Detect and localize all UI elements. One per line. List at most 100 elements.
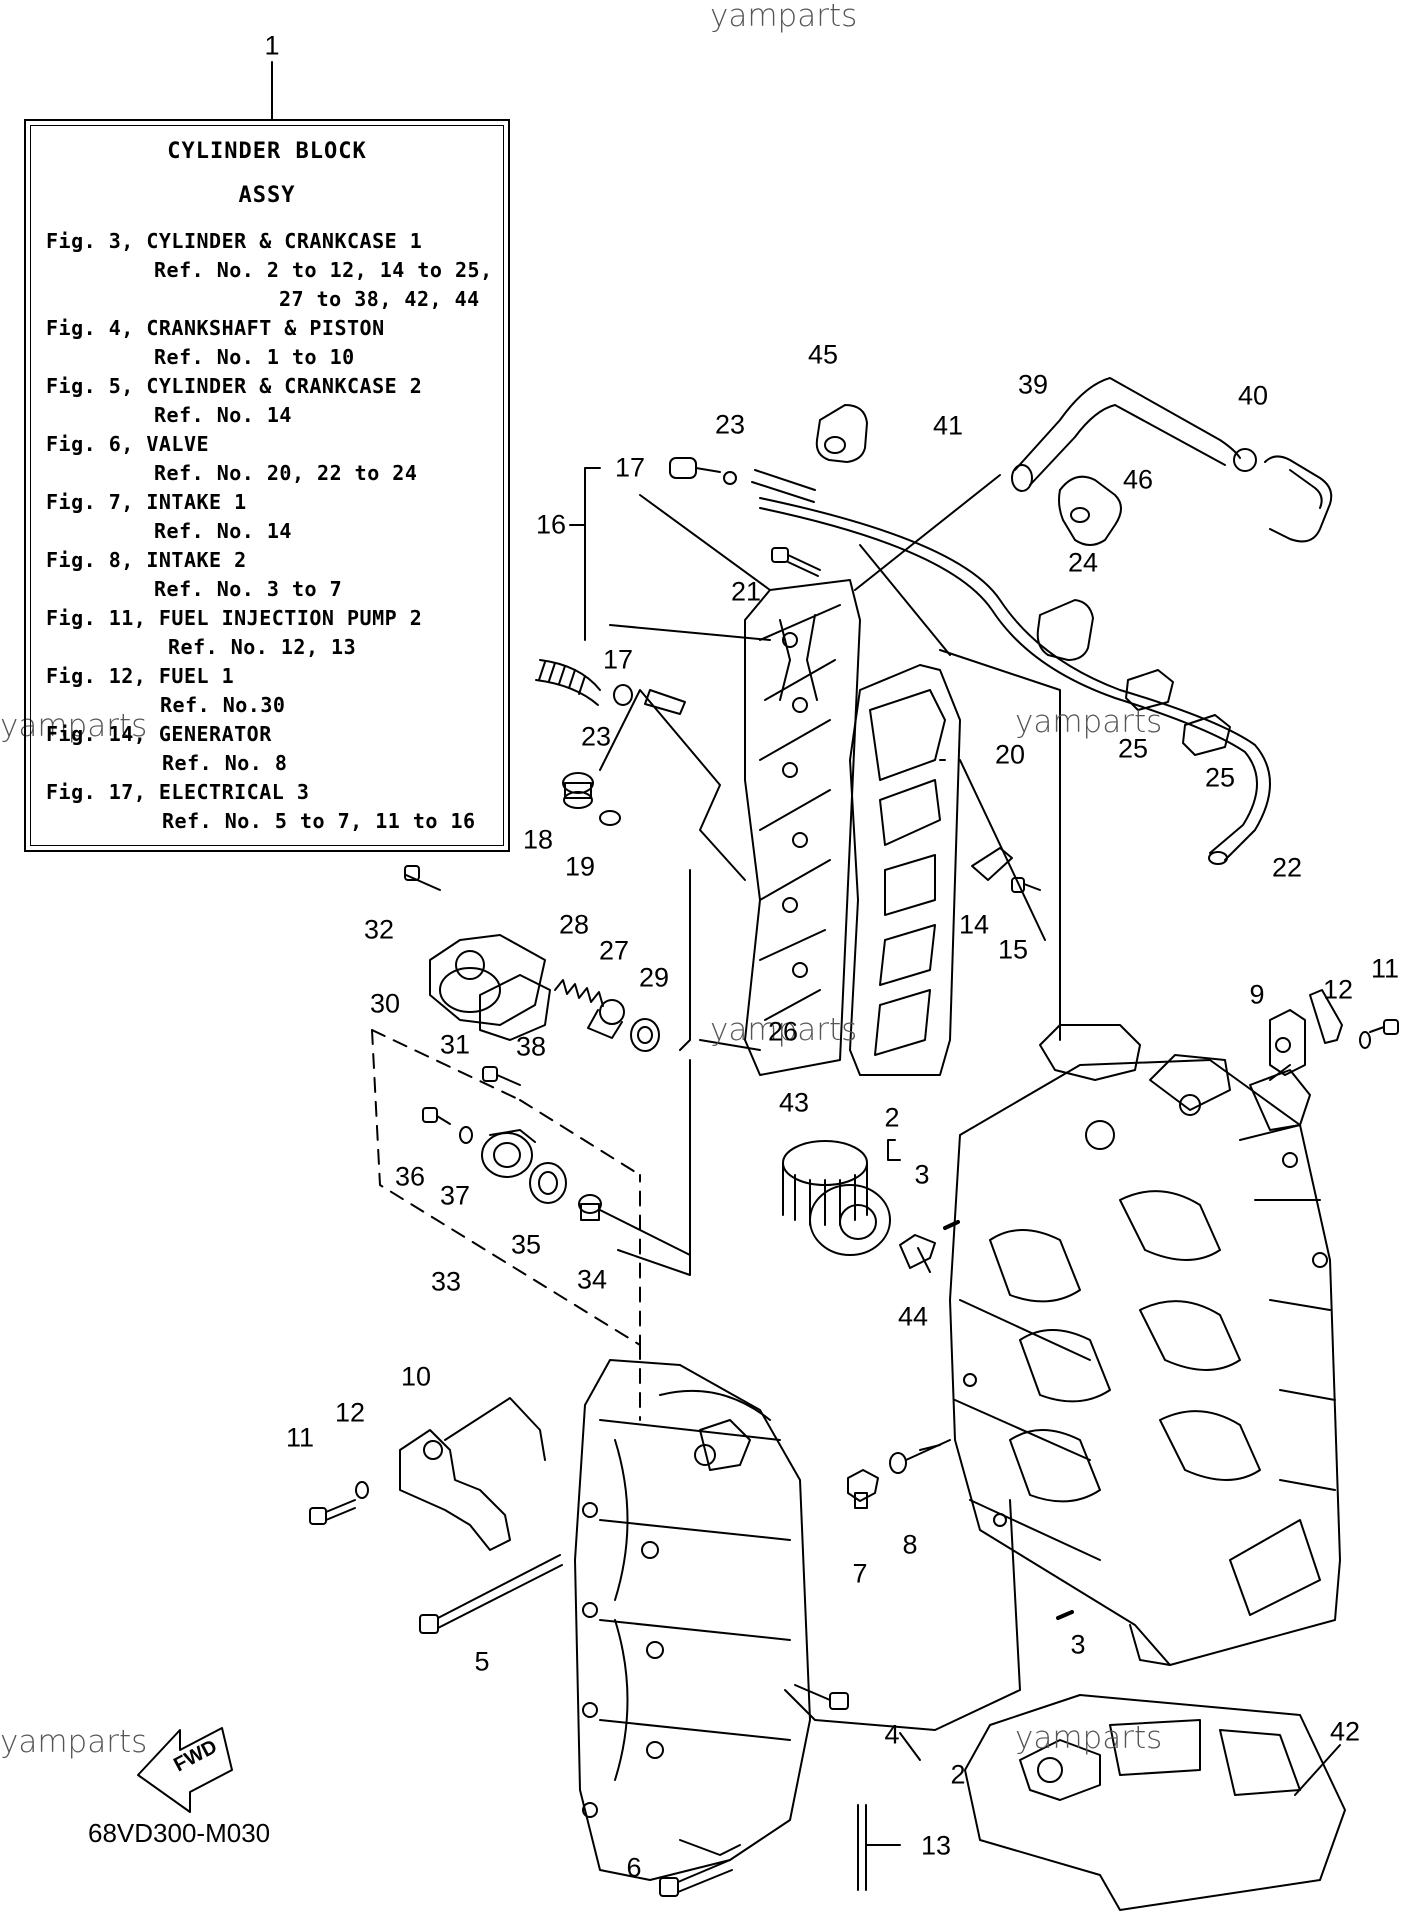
ref-line: 27 to 38, 42, 44 (279, 287, 480, 311)
callout-6: 6 (626, 1852, 642, 1883)
clip-24 (1036, 599, 1094, 661)
callout-38: 38 (515, 1031, 547, 1062)
ref-line: Ref. No. 2 to 12, 14 to 25, (154, 258, 493, 282)
plate-9 (1269, 1009, 1306, 1076)
callout-32: 32 (363, 914, 395, 945)
watermark-right: yamparts (1015, 704, 1163, 740)
watermark-bottom-right: yamparts (1015, 1720, 1163, 1756)
plug-18 (562, 772, 594, 809)
callout-36: 36 (394, 1161, 426, 1192)
cylinder-block-left (574, 1359, 811, 1881)
callout-33: 33 (430, 1266, 462, 1297)
oil-filter-43 (782, 1140, 891, 1256)
callout-10: 10 (400, 1361, 432, 1392)
clamp-40 (1233, 448, 1333, 543)
callout-3: 3 (1070, 1629, 1086, 1660)
bracket-16 (584, 467, 601, 641)
fitting-44 (899, 1234, 936, 1273)
clip-45 (815, 404, 868, 463)
callout-12: 12 (1322, 974, 1354, 1005)
gasket-31 (479, 974, 551, 1041)
callout-24: 24 (1067, 547, 1099, 578)
ref-line: Fig. 17, ELECTRICAL 3 (46, 780, 310, 804)
dowel-3-lower (1056, 1610, 1074, 1620)
callout-39: 39 (1017, 369, 1049, 400)
bolt-38 (482, 1066, 521, 1086)
plate-10 (399, 1429, 511, 1551)
bearing-35 (529, 1162, 567, 1204)
ref-line: Fig. 14, GENERATOR (46, 722, 272, 746)
plug-7 (847, 1469, 879, 1509)
dowel-3-upper (943, 1220, 960, 1230)
part-code: 68VD300-M030 (88, 1818, 271, 1848)
callout-21: 21 (730, 576, 762, 607)
callout-23: 23 (580, 721, 612, 752)
bolt-32 (404, 865, 420, 881)
callout-31: 31 (439, 1029, 471, 1060)
callout-4: 4 (884, 1719, 900, 1750)
ref-line: Ref. No. 8 (162, 751, 288, 775)
callout-37: 37 (439, 1180, 471, 1211)
fwd-arrow-icon (137, 1727, 233, 1813)
callout-16: 16 (535, 509, 567, 540)
spring-28 (554, 979, 604, 1007)
bolt-15 (1011, 877, 1041, 893)
callout-12: 12 (334, 1397, 366, 1428)
callout-2: 2 (884, 1102, 900, 1133)
hose-17-lower (535, 659, 686, 715)
ref-line: Ref. No. 5 to 7, 11 to 16 (162, 809, 476, 833)
callout-3: 3 (914, 1159, 930, 1190)
ref-box-subtitle: ASSY (238, 183, 296, 208)
ref-line: Ref. No. 14 (154, 519, 292, 543)
callout-14: 14 (958, 909, 990, 940)
callout-41: 41 (932, 410, 964, 441)
ref-line: Fig. 8, INTAKE 2 (46, 548, 247, 572)
ref-line: Fig. 4, CRANKSHAFT & PISTON (46, 316, 385, 340)
bracket-14 (971, 847, 1013, 881)
callout-5: 5 (474, 1646, 490, 1677)
ref-line: Ref. No. 1 to 10 (154, 345, 355, 369)
thermostat-cover-30 (429, 934, 546, 1026)
ref-box-title: CYLINDER BLOCK (167, 139, 367, 164)
stud-13 (857, 1804, 867, 1891)
housing-33 (481, 1129, 536, 1178)
bolt-11-left (309, 1499, 356, 1525)
callout-20: 20 (994, 739, 1026, 770)
watermark-top: yamparts (710, 0, 858, 34)
callout-22: 22 (1271, 852, 1303, 883)
bolt-11-right (1369, 1019, 1399, 1035)
callout-29: 29 (638, 962, 670, 993)
callout-46: 46 (1122, 464, 1154, 495)
bolt-5 (419, 1554, 563, 1634)
ref-line: Ref. No. 14 (154, 403, 292, 427)
fitting-17-top (669, 457, 737, 485)
bolt-6 (659, 1859, 733, 1897)
gasket-19 (599, 810, 621, 826)
callout-11: 11 (285, 1422, 315, 1453)
callout-25: 25 (1117, 733, 1149, 764)
ref-line: Ref. No.30 (160, 693, 286, 717)
callout-2: 2 (950, 1759, 966, 1790)
clip-25a (1125, 669, 1174, 711)
callout-18: 18 (522, 824, 554, 855)
bracket-12-right (1309, 989, 1343, 1044)
callout-8: 8 (902, 1529, 918, 1560)
callout-17: 17 (602, 644, 634, 675)
callout-43: 43 (778, 1087, 810, 1118)
callout-28: 28 (558, 909, 590, 940)
thermostat-27 (587, 999, 625, 1039)
ref-line: Ref. No. 12, 13 (168, 635, 357, 659)
ref-line: Fig. 11, FUEL INJECTION PUMP 2 (46, 606, 423, 630)
callout-27: 27 (598, 935, 630, 966)
fitting-34 (578, 1194, 602, 1221)
ref-line: Fig. 6, VALVE (46, 432, 210, 456)
bolt-36 (422, 1107, 451, 1125)
ref-line: Fig. 7, INTAKE 1 (46, 490, 247, 514)
callout-30: 30 (369, 988, 401, 1019)
callout-25: 25 (1204, 762, 1236, 793)
callout-1: 1 (264, 30, 280, 61)
washer-8 (889, 1452, 907, 1474)
washer-12-right (1359, 1031, 1371, 1049)
callout-19: 19 (564, 851, 596, 882)
callout-23: 23 (714, 409, 746, 440)
